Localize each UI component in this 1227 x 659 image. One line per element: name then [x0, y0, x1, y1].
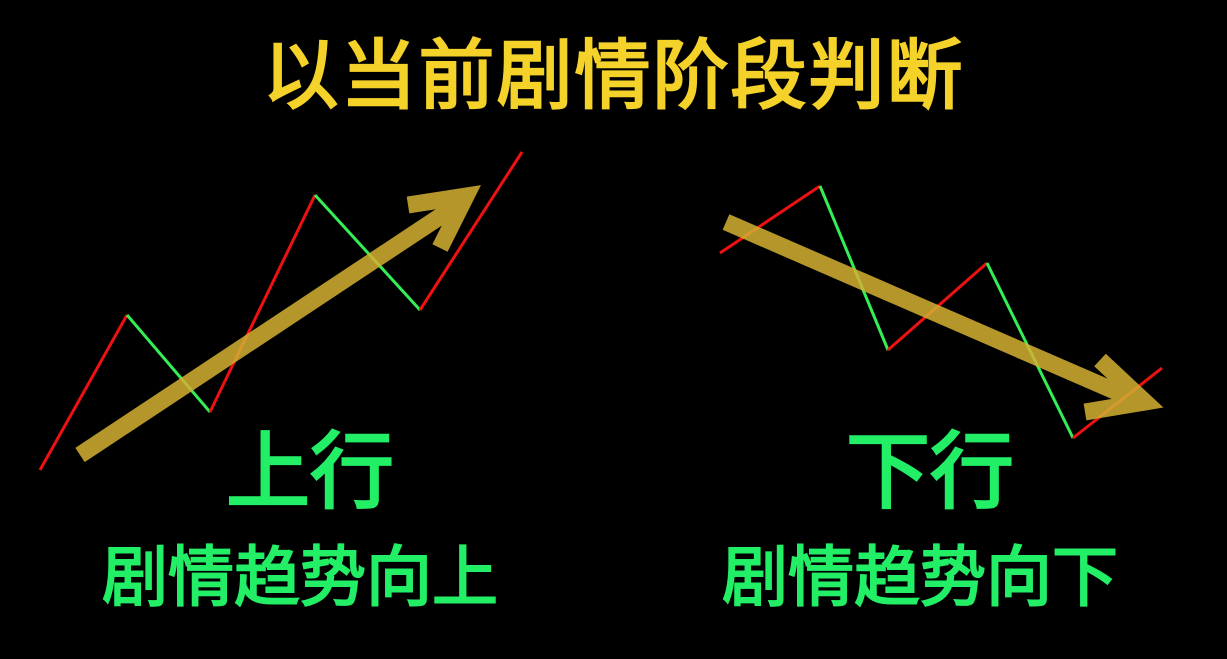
- uptrend-description: 剧情趋势向上: [102, 539, 498, 616]
- uptrend-arrow-head: [406, 185, 481, 252]
- downtrend-arrow-head: [1083, 353, 1164, 421]
- downtrend-arrow: [722, 214, 1164, 421]
- down-fall-segment-1: [818, 185, 890, 351]
- up-fall-segment-2: [313, 193, 422, 312]
- uptrend-arrow: [75, 185, 481, 463]
- downtrend-arrow-shaft: [722, 214, 1144, 410]
- downtrend-label: 下行: [845, 423, 1014, 521]
- uptrend-zigzag: [38, 151, 524, 471]
- up-rise-segment-1: [38, 314, 129, 471]
- page-title: 以当前剧情阶段判断: [262, 31, 965, 120]
- up-rise-segment-2: [208, 194, 317, 413]
- uptrend-arrow-shaft: [75, 194, 467, 463]
- up-fall-segment-1: [125, 314, 212, 413]
- down-rise-segment-1: [719, 184, 821, 255]
- downtrend-description: 剧情趋势向下: [722, 539, 1118, 616]
- up-rise-segment-3: [418, 151, 524, 311]
- uptrend-label: 上行: [225, 423, 394, 521]
